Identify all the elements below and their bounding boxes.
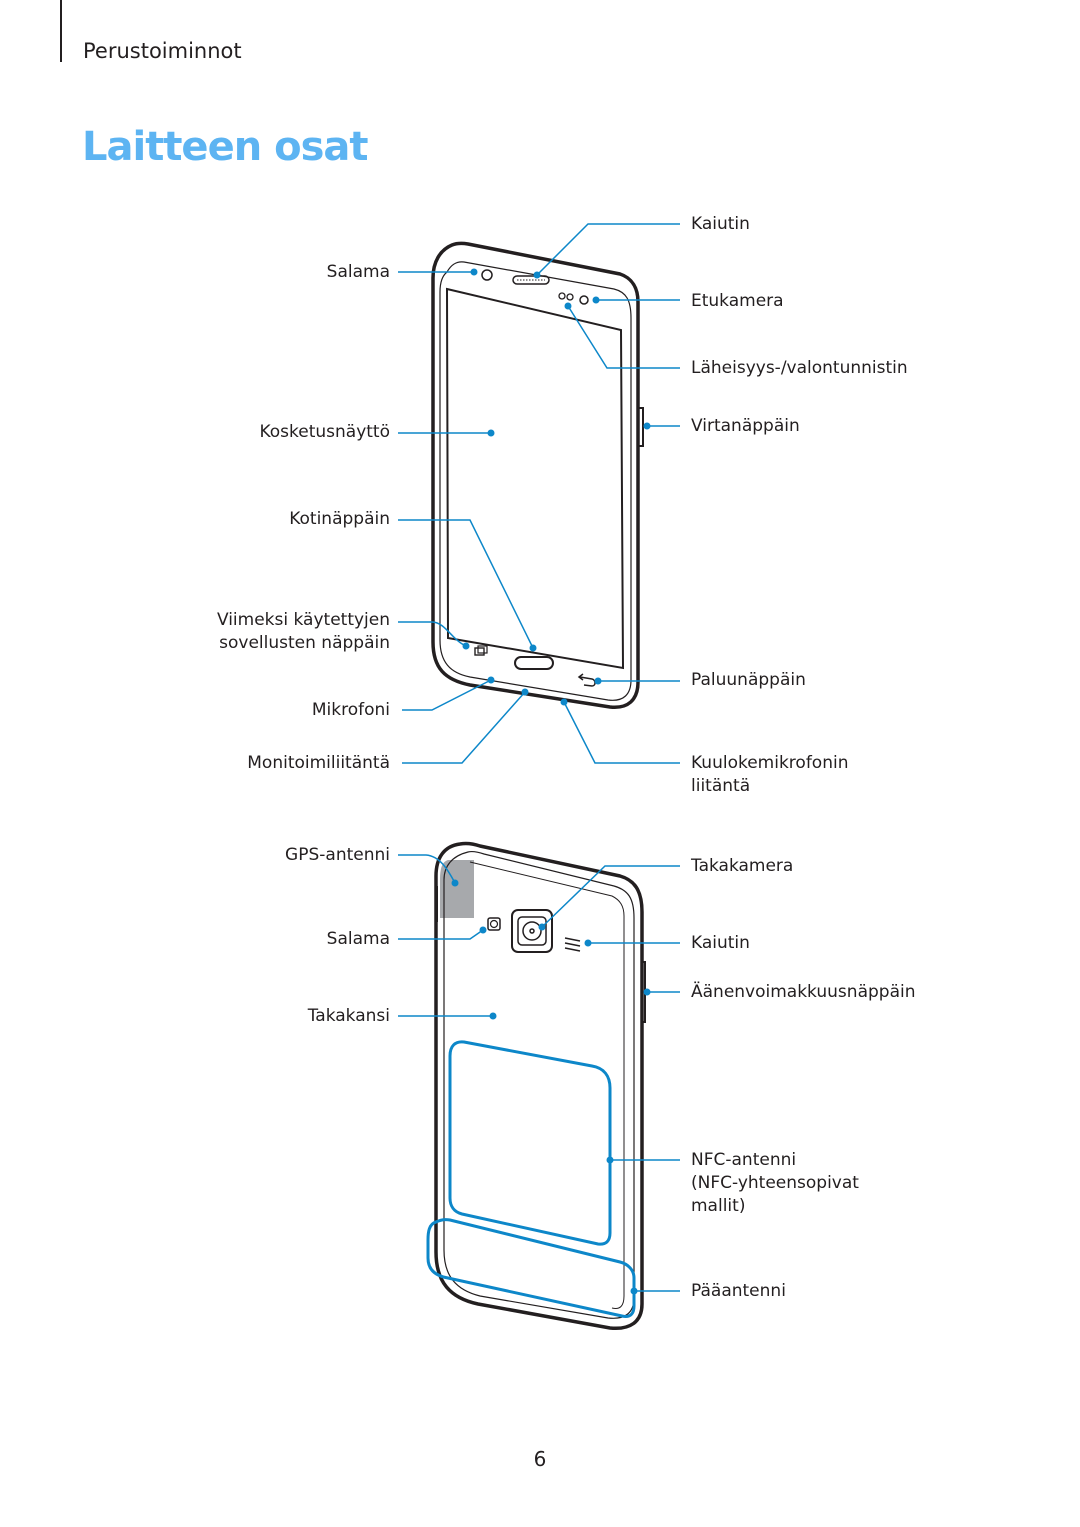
callout-dot [584, 939, 592, 947]
label-nfc: NFC-antenni (NFC-yhteensopivat mallit) [691, 1150, 859, 1216]
label-virtanappain: Virtanäppäin [691, 416, 800, 436]
recent-apps-icon [474, 647, 485, 656]
antenna-outlines [426, 1040, 636, 1318]
section-title: Perustoiminnot [83, 39, 242, 63]
back-phone-inner-rim [443, 851, 635, 1319]
back-phone-illustration [434, 841, 646, 1331]
label-takakamera: Takakamera [691, 856, 794, 876]
callout-dot [529, 644, 537, 652]
label-paaantenni: Pääantenni [691, 1281, 786, 1301]
recent-apps-icon-back [477, 645, 488, 654]
earpiece-grille [512, 275, 550, 285]
callout-dot [606, 1156, 614, 1164]
callout-dot [594, 677, 602, 685]
page-number: 6 [533, 1447, 547, 1471]
sensor-dot-1 [558, 292, 566, 300]
back-cover-inner-rim [469, 861, 625, 1309]
callout-dot [564, 302, 572, 310]
rear-camera-center [529, 928, 535, 934]
front-phone-illustration [431, 241, 644, 709]
power-key [637, 407, 644, 447]
callout-dot [592, 296, 600, 304]
front-flash-icon [481, 269, 493, 281]
rear-camera-frame [517, 916, 547, 946]
front-screen [445, 287, 625, 670]
label-gps: GPS-antenni [285, 845, 390, 865]
front-leader-lines [398, 223, 680, 764]
back-leader-lines [398, 854, 680, 1292]
callout-dot [487, 676, 495, 684]
gps-antenna-area [440, 860, 474, 918]
callout-dot [470, 268, 478, 276]
callout-dot [462, 642, 470, 650]
callout-dot [560, 698, 568, 706]
callout-dot [630, 1287, 638, 1295]
callout-dot [479, 926, 487, 934]
rear-speaker-grille [564, 937, 581, 952]
front-phone-inner-rim [439, 261, 632, 701]
callout-dot [489, 1012, 497, 1020]
sensor-dot-2 [566, 293, 574, 301]
nfc-antenna-outline [448, 1040, 612, 1246]
main-antenna-outline [426, 1218, 636, 1318]
callout-dot [521, 688, 529, 696]
callout-dot [533, 271, 541, 279]
label-monitoimi: Monitoimiliitäntä [247, 753, 390, 773]
callout-dot [451, 879, 459, 887]
label-laheisyys: Läheisyys-/valontunnistin [691, 358, 908, 378]
page-title: Laitteen osat [82, 124, 368, 170]
label-kuuloke: Kuulokemikrofonin liitäntä [691, 753, 849, 796]
label-etukamera: Etukamera [691, 291, 784, 311]
front-camera-icon [579, 295, 589, 305]
home-key [514, 656, 554, 670]
label-mikrofoni: Mikrofoni [311, 700, 390, 720]
front-callout-dots [462, 268, 651, 706]
callout-dot [487, 429, 495, 437]
back-callout-dots [451, 879, 651, 1295]
label-kaiutin-back: Kaiutin [691, 933, 750, 953]
section-rule [60, 0, 62, 62]
label-aanenvoimakkuus: Äänenvoimakkuusnäppäin [691, 982, 916, 1002]
rear-flash-icon [487, 917, 501, 931]
rear-flash-lens [489, 919, 499, 929]
back-phone-body [434, 841, 644, 1331]
label-kotinappain: Kotinäppäin [289, 509, 390, 529]
front-phone-body [431, 241, 640, 709]
label-kosketusnaytto: Kosketusnäyttö [259, 422, 390, 442]
label-salama-back: Salama [326, 929, 390, 949]
label-salama-front: Salama [326, 262, 390, 282]
back-key-icon [577, 673, 596, 687]
label-paluunappain: Paluunäppäin [691, 670, 806, 690]
callout-dot [643, 988, 651, 996]
rear-camera-housing [511, 909, 553, 953]
label-takakansi: Takakansi [307, 1006, 390, 1026]
label-kaiutin-front: Kaiutin [691, 214, 750, 234]
callout-dot [538, 923, 546, 931]
label-viimeksi: Viimeksi käytettyjen sovellusten näppäin [216, 610, 390, 653]
rear-camera-lens [522, 921, 542, 941]
callout-dot [643, 422, 651, 430]
